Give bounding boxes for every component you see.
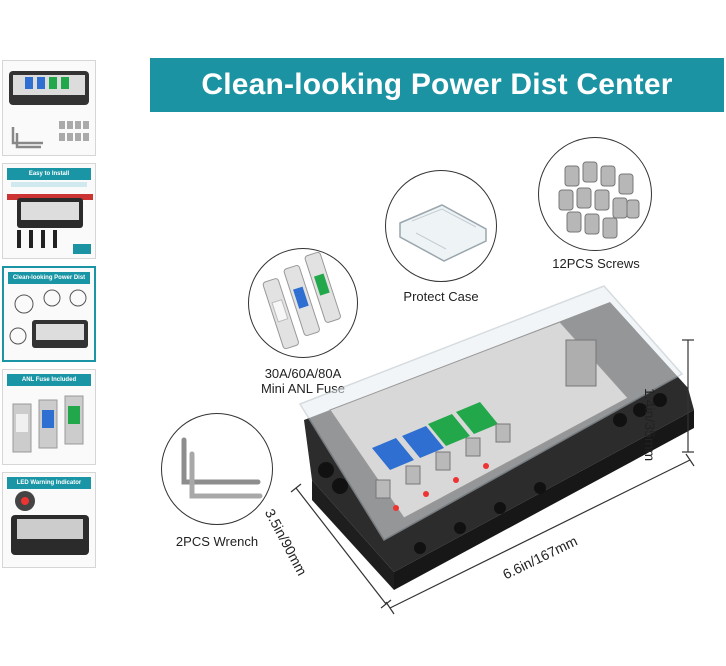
screws-image (558, 161, 640, 239)
wrench-caption: 2PCS Wrench (175, 534, 259, 549)
thumbnail-2-label: Easy to Install (7, 168, 91, 180)
fuse-caption-type: Mini ANL Fuse (260, 381, 346, 396)
title-banner: Clean-looking Power Dist Center (150, 58, 724, 112)
thumbnail-install-image (7, 194, 93, 254)
fuse-caption-ratings: 30A/60A/80A (264, 366, 342, 381)
thumbnail-product-image (9, 71, 89, 149)
thumbnail-1[interactable] (2, 60, 96, 156)
protect-case-image (399, 204, 487, 262)
wrench-circle (161, 413, 273, 525)
thumbnail-led-image (11, 491, 89, 555)
screws-caption: 12PCS Screws (552, 256, 640, 271)
thumbnail-fuse-image (12, 395, 84, 453)
thumbnail-3[interactable]: Clean-looking Power Dist Center (2, 266, 96, 362)
fuse-row (372, 402, 498, 470)
thumbnail-3-label: Clean-looking Power Dist Center (8, 272, 90, 293)
case-caption: Protect Case (403, 289, 479, 304)
thumbnail-2[interactable]: Easy to Install (2, 163, 96, 259)
thumbnail-4[interactable]: ANL Fuse Included (2, 369, 96, 465)
thumbnail-4-label: ANL Fuse Included (7, 374, 91, 386)
fuse-caption: 30A/60A/80A Mini ANL Fuse (236, 366, 370, 396)
anl-fuse-image (262, 251, 341, 350)
fuse-circle (248, 248, 358, 358)
height-dimension-label: 1.4in/35mm (642, 388, 658, 462)
thumbnail-5[interactable]: LED Warning Indicator (2, 472, 96, 568)
thumbnail-center-image (9, 289, 88, 348)
page-title: Clean-looking Power Dist Center (201, 68, 673, 101)
screws-circle (538, 137, 652, 251)
thumbnail-5-label: LED Warning Indicator (7, 477, 91, 489)
case-circle (385, 170, 497, 282)
wrench-image (181, 437, 263, 499)
dimension-lines (290, 339, 695, 615)
